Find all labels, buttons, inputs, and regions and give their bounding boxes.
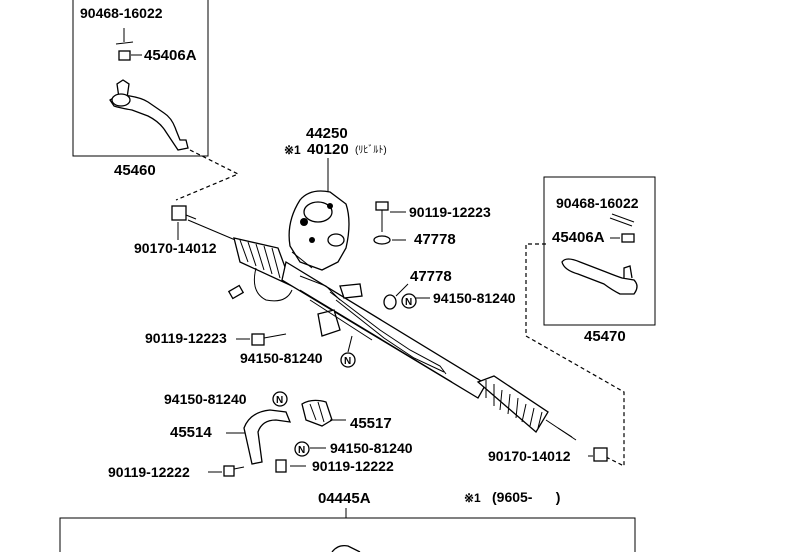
label-bracket-nut-a: 94150-81240 xyxy=(164,391,247,407)
label-bracket: 45514 xyxy=(170,424,212,441)
boot-kit-box xyxy=(59,517,636,552)
bolt-icon xyxy=(275,459,287,473)
svg-text:N: N xyxy=(344,356,351,367)
nut-icon xyxy=(593,447,608,462)
svg-text:N: N xyxy=(405,297,412,308)
nut-icon xyxy=(621,233,635,243)
label-rt-nut: 45406A xyxy=(552,229,605,246)
label-gear-rebuilt-prefix: ※1 xyxy=(284,143,301,157)
label-nut-mid: 94150-81240 xyxy=(433,290,516,306)
n-mark-icon: N xyxy=(401,293,417,309)
label-bolt-left: 90119-12223 xyxy=(145,330,227,346)
bolt-icon xyxy=(223,465,245,477)
nut-icon xyxy=(118,50,131,61)
bolt-icon xyxy=(251,333,287,346)
bellows-boot-icon xyxy=(476,375,549,433)
label-tl-clip: 90468-16022 xyxy=(80,5,163,21)
label-rt-group: 45470 xyxy=(584,328,626,345)
n-mark-icon: N xyxy=(294,441,310,457)
label-bolt-upper: 90119-12223 xyxy=(409,204,491,220)
label-tl-group: 45460 xyxy=(114,162,156,179)
label-gear-main: 44250 xyxy=(306,125,348,142)
label-left-lock-nut: 90170-14012 xyxy=(134,240,217,256)
label-boot-kit: 04445A xyxy=(318,490,371,507)
label-gear-rebuilt-note: (ﾘﾋﾞﾙﾄ) xyxy=(355,144,387,156)
left-tie-rod-box xyxy=(72,0,209,157)
label-washer-mid: 47778 xyxy=(410,268,452,285)
label-right-lock-nut: 90170-14012 xyxy=(488,448,571,464)
svg-text:N: N xyxy=(298,445,305,456)
washer-icon xyxy=(383,294,397,310)
clip-icon xyxy=(115,28,134,45)
label-gear-rebuilt: 40120 xyxy=(307,141,349,158)
label-bracket-nut-b: 94150-81240 xyxy=(330,440,413,456)
washer-icon xyxy=(373,235,391,245)
label-rt-clip: 90468-16022 xyxy=(556,195,639,211)
label-bolt-bottom-b: 90119-12222 xyxy=(312,458,394,474)
label-bolt-bottom-a: 90119-12222 xyxy=(108,464,190,480)
footnote-range: (9605- ) xyxy=(492,489,560,505)
nut-icon xyxy=(171,205,187,221)
bolt-icon xyxy=(227,284,245,300)
steering-gear-housing-icon xyxy=(185,190,577,441)
bracket-icon xyxy=(243,409,292,465)
svg-text:N: N xyxy=(276,395,283,406)
n-mark-icon: N xyxy=(272,391,288,407)
label-tl-nut: 45406A xyxy=(144,47,197,64)
label-nut-left: 94150-81240 xyxy=(240,350,323,366)
footnote-mark: ※1 xyxy=(464,491,481,505)
label-washer-upper: 47778 xyxy=(414,231,456,248)
bolt-icon xyxy=(375,201,389,232)
tie-rod-end-icon xyxy=(561,258,638,295)
right-tie-rod-box xyxy=(543,176,656,326)
tie-rod-end-icon xyxy=(109,79,189,151)
bushing-icon xyxy=(301,399,333,427)
n-mark-icon: N xyxy=(340,352,356,368)
label-bushing: 45517 xyxy=(350,415,392,432)
